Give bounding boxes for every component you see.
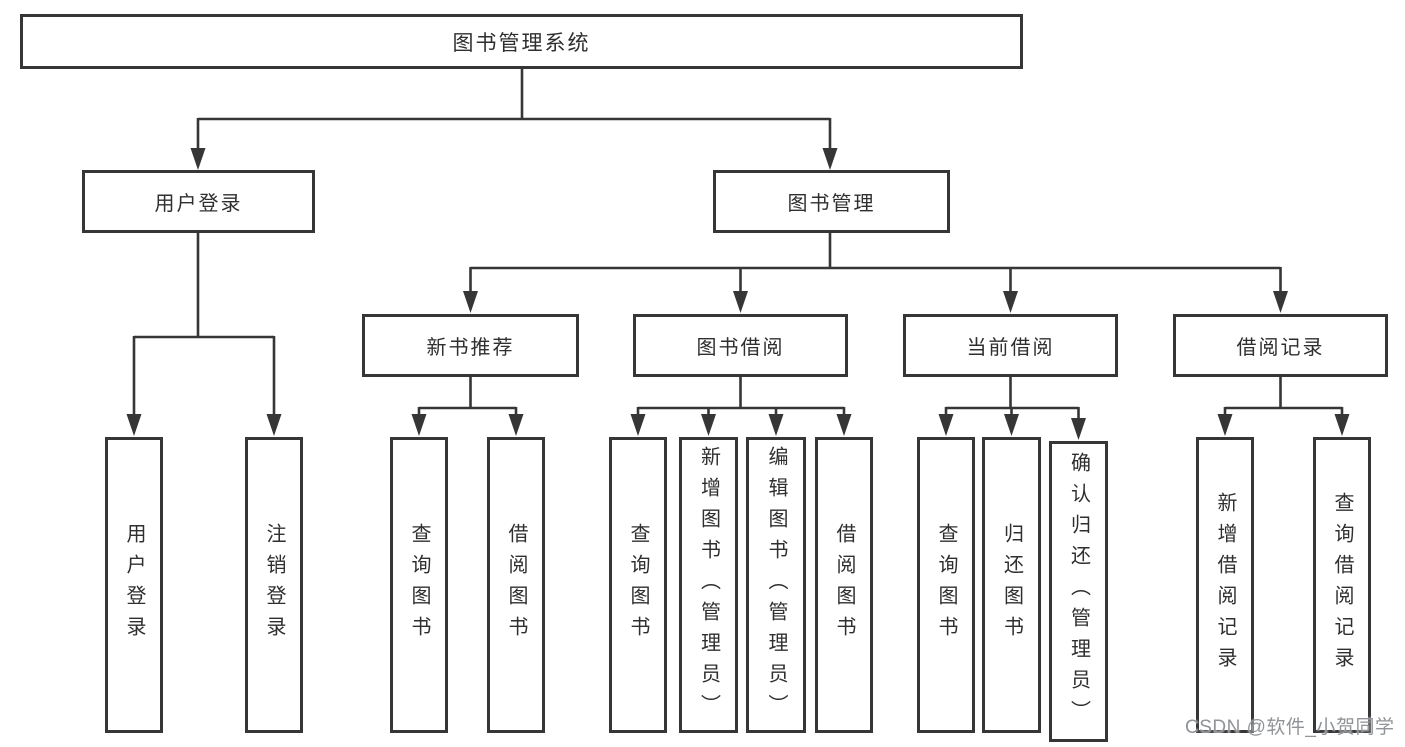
arrow-down-icon <box>1004 414 1019 436</box>
leaf-newbook-borrow: 借阅图书 <box>487 437 545 733</box>
node-current-borrow: 当前借阅 <box>903 314 1118 377</box>
leaf-current-return: 归还图书 <box>982 437 1041 733</box>
csdn-watermark: CSDN @软件_小贺同学 <box>1185 717 1395 738</box>
arrow-down-icon <box>411 414 427 436</box>
leaf-records-query-label: 查询借阅记录 <box>1331 492 1353 678</box>
arrow-down-icon <box>938 414 954 436</box>
leaf-records-query: 查询借阅记录 <box>1313 437 1371 733</box>
arrow-down-icon <box>1334 414 1350 436</box>
arrow-down-icon <box>630 414 646 436</box>
leaf-newbook-query: 查询图书 <box>390 437 448 733</box>
arrow-down-icon <box>463 291 478 313</box>
leaf-logout: 注销登录 <box>245 437 303 733</box>
leaf-borrow-query-label: 查询图书 <box>627 523 649 647</box>
arrow-down-icon <box>822 148 838 170</box>
leaf-borrow-add: 新增图书（管理员） <box>679 437 738 733</box>
leaf-user-login-label: 用户登录 <box>123 523 145 647</box>
node-new-book-recommend-label: 新书推荐 <box>426 337 515 359</box>
leaf-borrow-borrow-label: 借阅图书 <box>833 523 855 647</box>
node-current-borrow-label: 当前借阅 <box>966 337 1055 359</box>
node-new-book-recommend: 新书推荐 <box>362 314 579 377</box>
leaf-current-query: 查询图书 <box>917 437 975 733</box>
arrow-down-icon <box>190 148 206 170</box>
node-book-borrow: 图书借阅 <box>633 314 848 377</box>
leaf-borrow-query: 查询图书 <box>609 437 667 733</box>
arrow-down-icon <box>1071 418 1086 440</box>
arrow-down-icon <box>701 414 716 436</box>
leaf-borrow-edit: 编辑图书（管理员） <box>746 437 806 733</box>
node-borrow-records: 借阅记录 <box>1173 314 1388 377</box>
arrow-down-icon <box>126 414 142 436</box>
arrow-down-icon <box>1273 291 1288 313</box>
leaf-borrow-add-label: 新增图书（管理员） <box>697 445 720 725</box>
arrow-down-icon <box>508 414 524 436</box>
arrow-down-icon <box>266 414 282 436</box>
arrowheads <box>126 148 1350 440</box>
leaf-newbook-borrow-label: 借阅图书 <box>505 523 527 647</box>
node-borrow-records-label: 借阅记录 <box>1236 337 1325 359</box>
leaf-current-return-label: 归还图书 <box>1000 523 1023 647</box>
leaf-borrow-borrow: 借阅图书 <box>815 437 873 733</box>
leaf-logout-label: 注销登录 <box>263 523 285 647</box>
node-user-login-label: 用户登录 <box>154 193 243 215</box>
arrow-down-icon <box>1003 291 1018 313</box>
leaf-records-add: 新增借阅记录 <box>1196 437 1254 733</box>
arrow-down-icon <box>836 414 852 436</box>
leaf-records-add-label: 新增借阅记录 <box>1214 492 1236 678</box>
node-book-management-label: 图书管理 <box>787 193 876 215</box>
leaf-borrow-edit-label: 编辑图书（管理员） <box>765 445 787 725</box>
arrow-down-icon <box>733 291 748 313</box>
leaf-newbook-query-label: 查询图书 <box>408 523 430 647</box>
leaf-current-confirm: 确认归还（管理员） <box>1049 441 1108 742</box>
node-book-management: 图书管理 <box>713 170 950 233</box>
node-root: 图书管理系统 <box>20 14 1023 69</box>
leaf-user-login: 用户登录 <box>105 437 163 733</box>
leaf-current-confirm-label: 确认归还（管理员） <box>1067 452 1090 731</box>
node-root-label: 图书管理系统 <box>452 31 591 55</box>
arrow-down-icon <box>1217 414 1233 436</box>
node-book-borrow-label: 图书借阅 <box>696 337 785 359</box>
node-user-login: 用户登录 <box>82 170 315 233</box>
leaf-current-query-label: 查询图书 <box>935 523 957 647</box>
arrow-down-icon <box>768 414 784 436</box>
